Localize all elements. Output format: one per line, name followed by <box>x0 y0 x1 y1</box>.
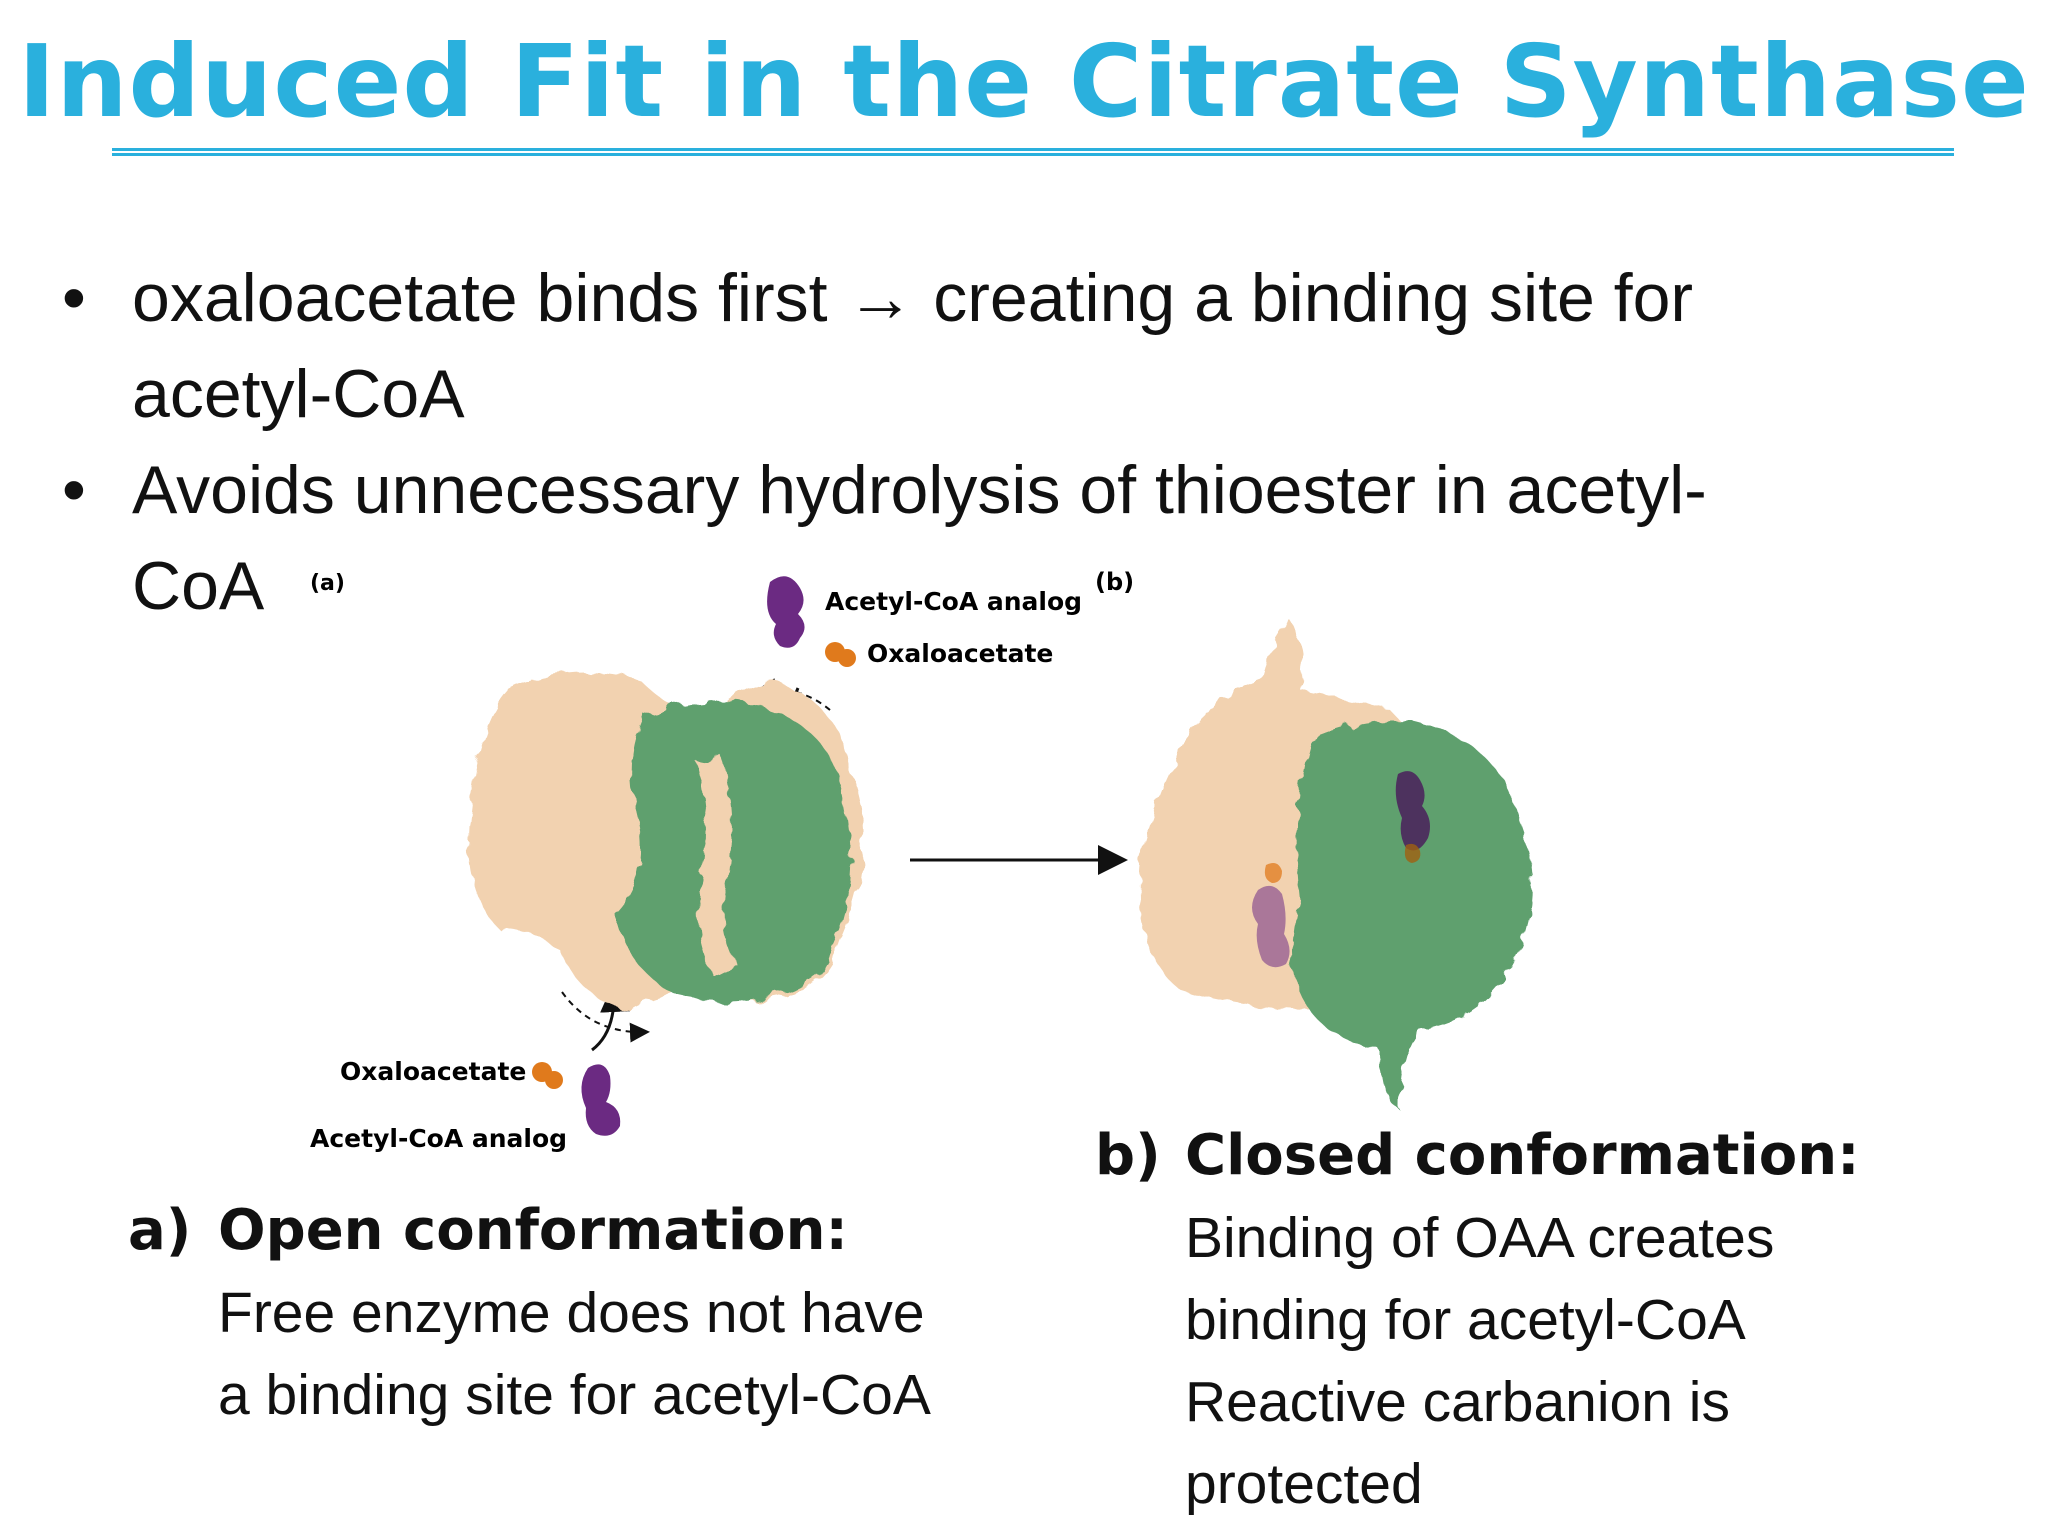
caption-b-line: protected <box>1185 1452 1423 1516</box>
slide-title: Induced Fit in the Citrate Synthase <box>18 23 2030 140</box>
bottom-oxaloacetate-icon <box>532 1062 563 1089</box>
top-oxaloacetate-label: Oxaloacetate <box>867 639 1053 668</box>
bound-oxaloacetate-icon <box>1404 843 1421 863</box>
caption-b-heading: Closed conformation: <box>1185 1123 1860 1188</box>
caption-a-label: a) <box>128 1198 192 1263</box>
closed-enzyme <box>1138 620 1533 1110</box>
caption-a-heading: Open conformation: <box>218 1198 848 1263</box>
top-oxaloacetate-icon <box>825 642 856 667</box>
bullet-dot: • <box>62 260 86 336</box>
top-acetyl-label: Acetyl-CoA analog <box>825 587 1082 616</box>
caption-a-line: a binding site for acetyl-CoA <box>218 1363 931 1427</box>
caption-b-line: binding for acetyl-CoA <box>1185 1288 1746 1352</box>
panel-a-label: (a) <box>310 571 345 596</box>
caption-b-line: Reactive carbanion is <box>1185 1370 1730 1434</box>
citrate-synthase-figure: (a) (b) Acetyl-CoA analog Oxaloacetate O… <box>310 568 1533 1153</box>
caption-a-line: Free enzyme does not have <box>218 1281 925 1345</box>
caption-b-label: b) <box>1095 1123 1161 1188</box>
bound-acetyl-coa-icon <box>1395 771 1430 851</box>
bottom-acetyl-coa-icon <box>581 1064 621 1136</box>
caption-b-line: Binding of OAA creates <box>1185 1206 1775 1270</box>
buried-oxaloacetate-icon <box>1264 863 1282 883</box>
bullet-list: • oxaloacetate binds first → creating a … <box>62 250 1822 634</box>
bullet-dot: • <box>62 452 86 528</box>
bullet-text: Avoids unnecessary hydrolysis of thioest… <box>132 452 1707 624</box>
bottom-oxaloacetate-label: Oxaloacetate <box>340 1057 526 1086</box>
open-enzyme <box>468 672 863 1010</box>
bullet-item: • Avoids unnecessary hydrolysis of thioe… <box>62 442 1822 634</box>
caption-closed: b) Closed conformation: Binding of OAA cr… <box>1095 1115 1955 1525</box>
bottom-dashed-arrow <box>561 991 650 1043</box>
bullet-item: • oxaloacetate binds first → creating a … <box>62 250 1822 442</box>
bottom-acetyl-label: Acetyl-CoA analog <box>310 1124 567 1153</box>
top-acetyl-coa-icon <box>767 576 805 648</box>
buried-acetyl-coa-icon <box>1252 885 1290 968</box>
panel-b-label: (b) <box>1095 568 1134 596</box>
bullet-text: oxaloacetate binds first → creating a bi… <box>132 260 1694 432</box>
caption-open: a) Open conformation: Free enzyme does no… <box>128 1190 1028 1436</box>
title-underline <box>112 148 1954 156</box>
